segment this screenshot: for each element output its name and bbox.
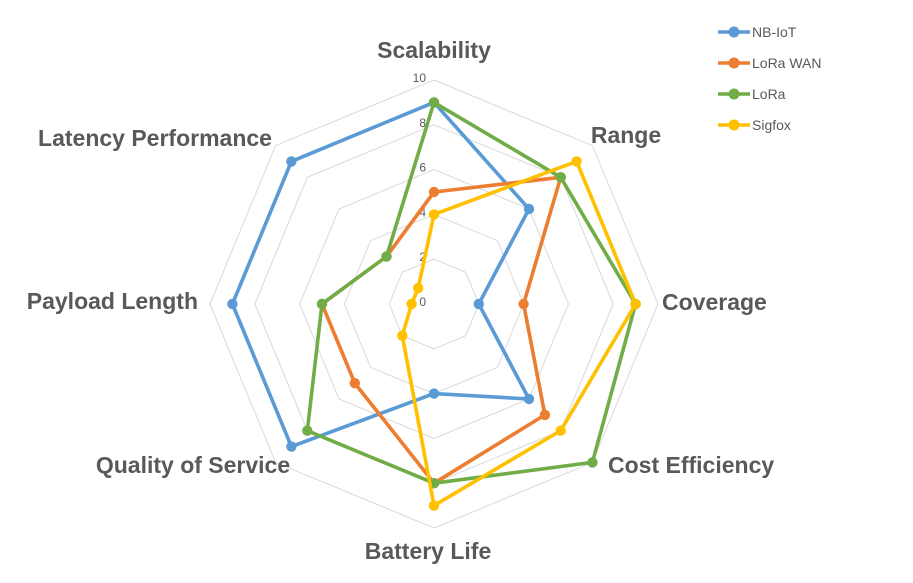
data-point-lora-wan-cost-efficiency — [539, 409, 551, 421]
data-point-nb-iot-quality-of-service — [286, 441, 297, 452]
series-line-lora-wan — [320, 175, 563, 486]
data-point-nb-iot-range — [523, 203, 535, 215]
data-point-lora-range — [555, 172, 566, 183]
data-point-nb-iot-coverage — [473, 298, 484, 310]
tick-label-0: 0 — [419, 295, 426, 309]
axis-label-payload-length: Payload Length — [27, 288, 198, 314]
legend-item-lora: LoRa — [718, 84, 822, 104]
data-point-lora-payload-length — [316, 298, 328, 310]
tick-label-8: 8 — [419, 116, 426, 130]
legend-marker-icon — [718, 57, 750, 69]
data-point-lora-wan-scalability — [428, 186, 440, 198]
legend-item-nb-iot: NB-IoT — [718, 22, 822, 42]
axis-label-quality-of-service: Quality of Service — [96, 452, 290, 478]
legend-label: LoRa WAN — [752, 55, 822, 71]
axis-label-range: Range — [591, 122, 661, 148]
tick-label-10: 10 — [413, 71, 427, 85]
data-point-sigfox-cost-efficiency — [555, 425, 566, 436]
tick-label-6: 6 — [419, 161, 426, 175]
series-line-lora — [305, 100, 638, 486]
data-point-sigfox-payload-length — [406, 298, 417, 310]
legend-marker-icon — [718, 119, 750, 131]
data-point-sigfox-range — [571, 156, 582, 167]
axis-label-latency-performance: Latency Performance — [38, 125, 272, 151]
data-point-nb-iot-latency-performance — [286, 156, 297, 167]
data-point-sigfox-coverage — [630, 298, 641, 310]
grid-ring-10 — [209, 79, 659, 529]
axis-label-battery-life: Battery Life — [365, 538, 492, 564]
legend-item-lora-wan: LoRa WAN — [718, 53, 822, 73]
axis-label-coverage: Coverage — [662, 289, 767, 315]
data-point-lora-latency-performance — [381, 251, 392, 262]
data-point-sigfox-scalability — [428, 209, 440, 220]
series-line-nb-iot — [230, 100, 531, 449]
grid-ring-2 — [388, 258, 480, 350]
data-point-sigfox-battery-life — [428, 500, 440, 511]
legend-label: LoRa — [752, 86, 786, 102]
legend-marker-icon — [718, 88, 750, 100]
data-point-lora-scalability — [428, 97, 440, 108]
legend-item-sigfox: Sigfox — [718, 115, 822, 135]
data-point-sigfox-latency-performance — [413, 283, 424, 294]
axis-label-cost-efficiency: Cost Efficiency — [608, 452, 774, 478]
tick-label-4: 4 — [419, 205, 426, 219]
legend-label: Sigfox — [752, 117, 791, 133]
legend-label: NB-IoT — [752, 24, 797, 40]
data-point-nb-iot-cost-efficiency — [523, 393, 535, 405]
data-point-lora-wan-quality-of-service — [349, 378, 360, 389]
tick-label-2: 2 — [419, 250, 426, 264]
data-point-nb-iot-battery-life — [428, 388, 440, 399]
axis-label-scalability: Scalability — [377, 37, 491, 63]
data-point-lora-cost-efficiency — [587, 457, 598, 468]
grid-ring-4 — [343, 213, 525, 395]
data-point-sigfox-quality-of-service — [397, 330, 408, 341]
data-point-lora-wan-coverage — [518, 298, 529, 310]
data-point-nb-iot-payload-length — [227, 298, 238, 310]
data-point-lora-quality-of-service — [302, 425, 313, 436]
legend-marker-icon — [718, 26, 750, 38]
